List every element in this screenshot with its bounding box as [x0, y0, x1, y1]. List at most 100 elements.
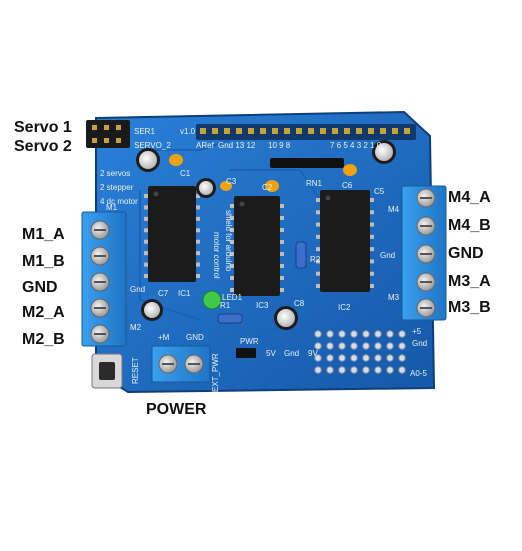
ic-pin — [280, 204, 284, 208]
label-servo2: Servo 2 — [14, 138, 72, 155]
silk-m2: M2 — [130, 323, 142, 332]
proto-pad — [374, 366, 382, 374]
ic-pin — [230, 276, 234, 280]
capacitors — [136, 140, 396, 330]
silk-servo2: SERVO_2 — [134, 141, 171, 150]
silk-m4: M4 — [388, 205, 400, 214]
ic-pin — [196, 239, 200, 244]
label-m3-b: M3_B — [448, 299, 491, 316]
proto-pad — [326, 342, 334, 350]
terminal-block-left — [81, 211, 127, 347]
silk-ser1: SER1 — [134, 127, 155, 136]
proto-pad — [338, 330, 346, 338]
ic-pin — [230, 240, 234, 244]
ic-pin — [196, 205, 200, 210]
header-pin — [368, 128, 374, 134]
proto-pad — [374, 342, 382, 350]
proto-pad — [314, 366, 322, 374]
ic-pin — [370, 222, 374, 227]
header-pin — [296, 128, 302, 134]
silk-plus-m: +M — [158, 333, 170, 342]
header-pin — [260, 128, 266, 134]
ic-pin — [196, 274, 200, 278]
silk-gnd-v: Gnd — [284, 349, 299, 358]
ic-pin — [196, 262, 200, 267]
ic-pin — [370, 198, 374, 202]
silk-a05: A0-5 — [410, 369, 427, 378]
ic-pin — [144, 205, 148, 210]
header-pin — [284, 128, 290, 134]
ic-pin — [316, 222, 320, 227]
proto-pad — [350, 354, 358, 362]
silk-rn1: RN1 — [306, 179, 323, 188]
silk-aref: ARef — [196, 141, 215, 150]
ic-pin — [370, 284, 374, 288]
silk-c7: C7 — [158, 289, 169, 298]
silk-pins-mid: 10 9 8 — [268, 141, 291, 150]
top-header-pins — [196, 124, 416, 140]
proto-pad — [362, 366, 370, 374]
ic-pin — [144, 262, 148, 267]
ic-pin — [280, 216, 284, 220]
proto-pad — [314, 342, 322, 350]
ic-pin — [370, 271, 374, 276]
silk-c6: C6 — [342, 181, 353, 190]
power-terminal — [151, 345, 211, 383]
proto-pad — [362, 354, 370, 362]
silk-gnd-m: Gnd — [130, 285, 145, 294]
silk-r2: R2 — [310, 255, 321, 264]
header-pin — [236, 128, 242, 134]
ic-pin — [280, 276, 284, 280]
proto-pad — [350, 330, 358, 338]
ic-pin — [196, 251, 200, 256]
ic-pin — [316, 259, 320, 264]
ic-pin — [144, 216, 148, 221]
silk-info2: 2 stepper — [100, 183, 134, 192]
silk-c8: C8 — [294, 299, 305, 308]
header-pin — [200, 128, 206, 134]
ic-pin — [316, 234, 320, 239]
ic-pin — [370, 259, 374, 264]
ic-pin — [316, 247, 320, 252]
silk-9v: 9V — [308, 349, 318, 358]
proto-pad — [398, 354, 406, 362]
label-m2-a: M2_A — [22, 304, 65, 321]
silk-c1: C1 — [180, 169, 191, 178]
proto-pad — [326, 366, 334, 374]
proto-pad — [386, 342, 394, 350]
silk-c2: C2 — [262, 183, 273, 192]
silk-pins-right: 7 6 5 4 3 2 1 0 — [330, 141, 382, 150]
silk-m1: M1 — [106, 203, 118, 212]
header-pin — [356, 128, 362, 134]
proto-pad — [350, 342, 358, 350]
ic-pin — [144, 194, 148, 198]
proto-pad — [338, 342, 346, 350]
label-m1-b: M1_B — [22, 253, 65, 270]
ic-pin — [144, 239, 148, 244]
ic-pin — [370, 247, 374, 252]
proto-pad — [398, 342, 406, 350]
resistor-network — [270, 158, 344, 168]
header-pin — [248, 128, 254, 134]
proto-pad — [386, 330, 394, 338]
label-gnd-left: GND — [22, 279, 58, 296]
reset-button — [91, 353, 123, 389]
label-m2-b: M2_B — [22, 331, 65, 348]
proto-pad — [374, 354, 382, 362]
label-m1-a: M1_A — [22, 226, 65, 243]
ic-pin — [280, 228, 284, 232]
silk-ic3: IC3 — [256, 301, 269, 310]
label-gnd-right: GND — [448, 245, 484, 262]
proto-pad — [362, 342, 370, 350]
ic-pin — [280, 288, 284, 292]
silk-r1: R1 — [220, 301, 231, 310]
silk-pins-top: Gnd 13 12 — [218, 141, 256, 150]
proto-pad — [398, 366, 406, 374]
ic-pin — [370, 210, 374, 215]
terminal-block-right — [401, 185, 447, 321]
ic-pin — [316, 284, 320, 288]
ic-chips — [144, 186, 374, 296]
silk-gnd-pwr: GND — [186, 333, 204, 342]
header-pin — [212, 128, 218, 134]
